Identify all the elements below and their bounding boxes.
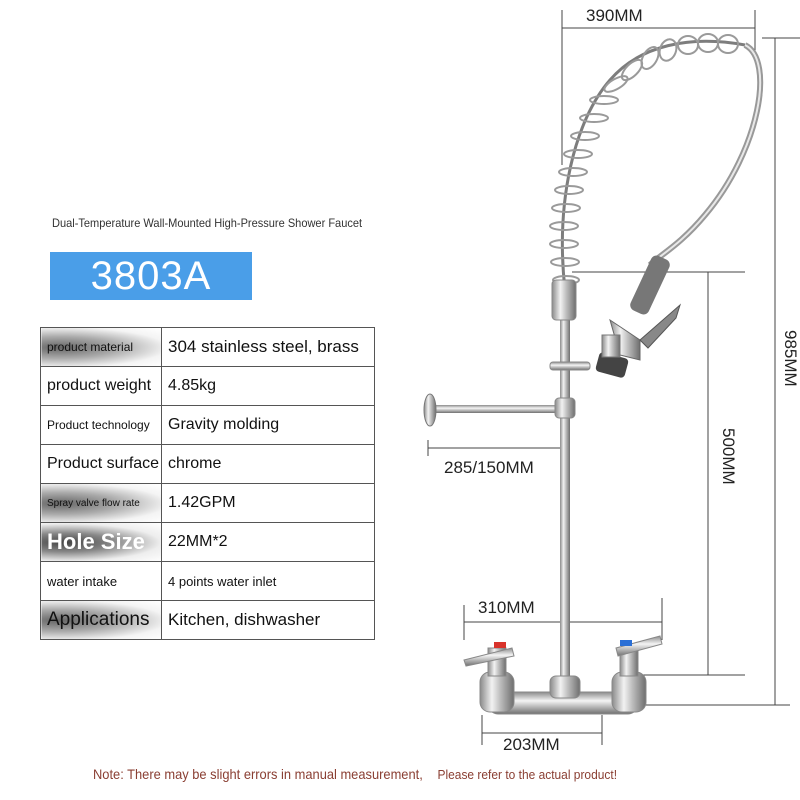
note-part-1: Note: There may be slight errors in manu…	[93, 766, 423, 782]
note-part-2: Please refer to the actual product!	[437, 767, 618, 782]
sprayer-head	[595, 303, 681, 378]
spec-value: 304 stainless steel, brass	[161, 327, 375, 367]
spec-value: 22MM*2	[161, 522, 375, 562]
flex-hose	[647, 42, 764, 268]
dim-riser-height: 500MM	[719, 428, 738, 485]
spec-label: water intake	[40, 561, 162, 601]
table-row: Product surface chrome	[40, 444, 375, 484]
table-row: water intake 4 points water inlet	[40, 561, 375, 601]
spring-base	[551, 279, 577, 321]
sprayer-hook	[549, 361, 591, 371]
spec-value: 1.42GPM	[161, 483, 375, 523]
table-row: Spray valve flow rate 1.42GPM	[40, 483, 375, 523]
spec-label: Hole Size	[40, 522, 162, 562]
sprayer-grip	[630, 255, 670, 315]
spec-label: Product technology	[40, 405, 162, 445]
model-badge: 3803A	[50, 252, 252, 300]
riser-pipe	[560, 300, 570, 690]
dimension-lines	[427, 10, 800, 745]
product-subtitle: Dual-Temperature Wall-Mounted High-Press…	[52, 216, 363, 230]
wall-flange	[423, 393, 437, 427]
spec-value: chrome	[161, 444, 375, 484]
spec-value: 4 points water inlet	[161, 561, 375, 601]
wall-bracket-arm	[432, 405, 570, 413]
spec-value: 4.85kg	[161, 366, 375, 406]
dim-arm-length: 285/150MM	[444, 458, 534, 477]
table-row: Product technology Gravity molding	[40, 405, 375, 445]
spec-table: product material 304 stainless steel, br…	[40, 327, 375, 640]
table-row: product material 304 stainless steel, br…	[40, 327, 375, 367]
spec-value: Gravity molding	[161, 405, 375, 445]
spring-rings	[549, 33, 739, 285]
spec-label: Spray valve flow rate	[40, 483, 162, 523]
blue-handle-icon	[615, 635, 663, 657]
faucet-base	[479, 647, 647, 715]
dim-total-height: 985MM	[781, 330, 800, 387]
dim-valve-span: 310MM	[478, 598, 535, 617]
table-row: Hole Size 22MM*2	[40, 522, 375, 562]
measurement-note: Note: There may be slight errors in manu…	[93, 766, 617, 782]
dim-base-width: 203MM	[503, 735, 560, 754]
spec-label: product material	[40, 327, 162, 367]
table-row: Applications Kitchen, dishwasher	[40, 600, 375, 640]
dim-top-width: 390MM	[586, 6, 643, 25]
spec-label: product weight	[40, 366, 162, 406]
spec-value: Kitchen, dishwasher	[161, 600, 375, 640]
table-row: product weight 4.85kg	[40, 366, 375, 406]
spec-label: Product surface	[40, 444, 162, 484]
spring-coil	[560, 39, 746, 291]
faucet-diagram	[423, 10, 800, 745]
spec-label: Applications	[40, 600, 162, 640]
red-handle-icon	[463, 642, 515, 667]
